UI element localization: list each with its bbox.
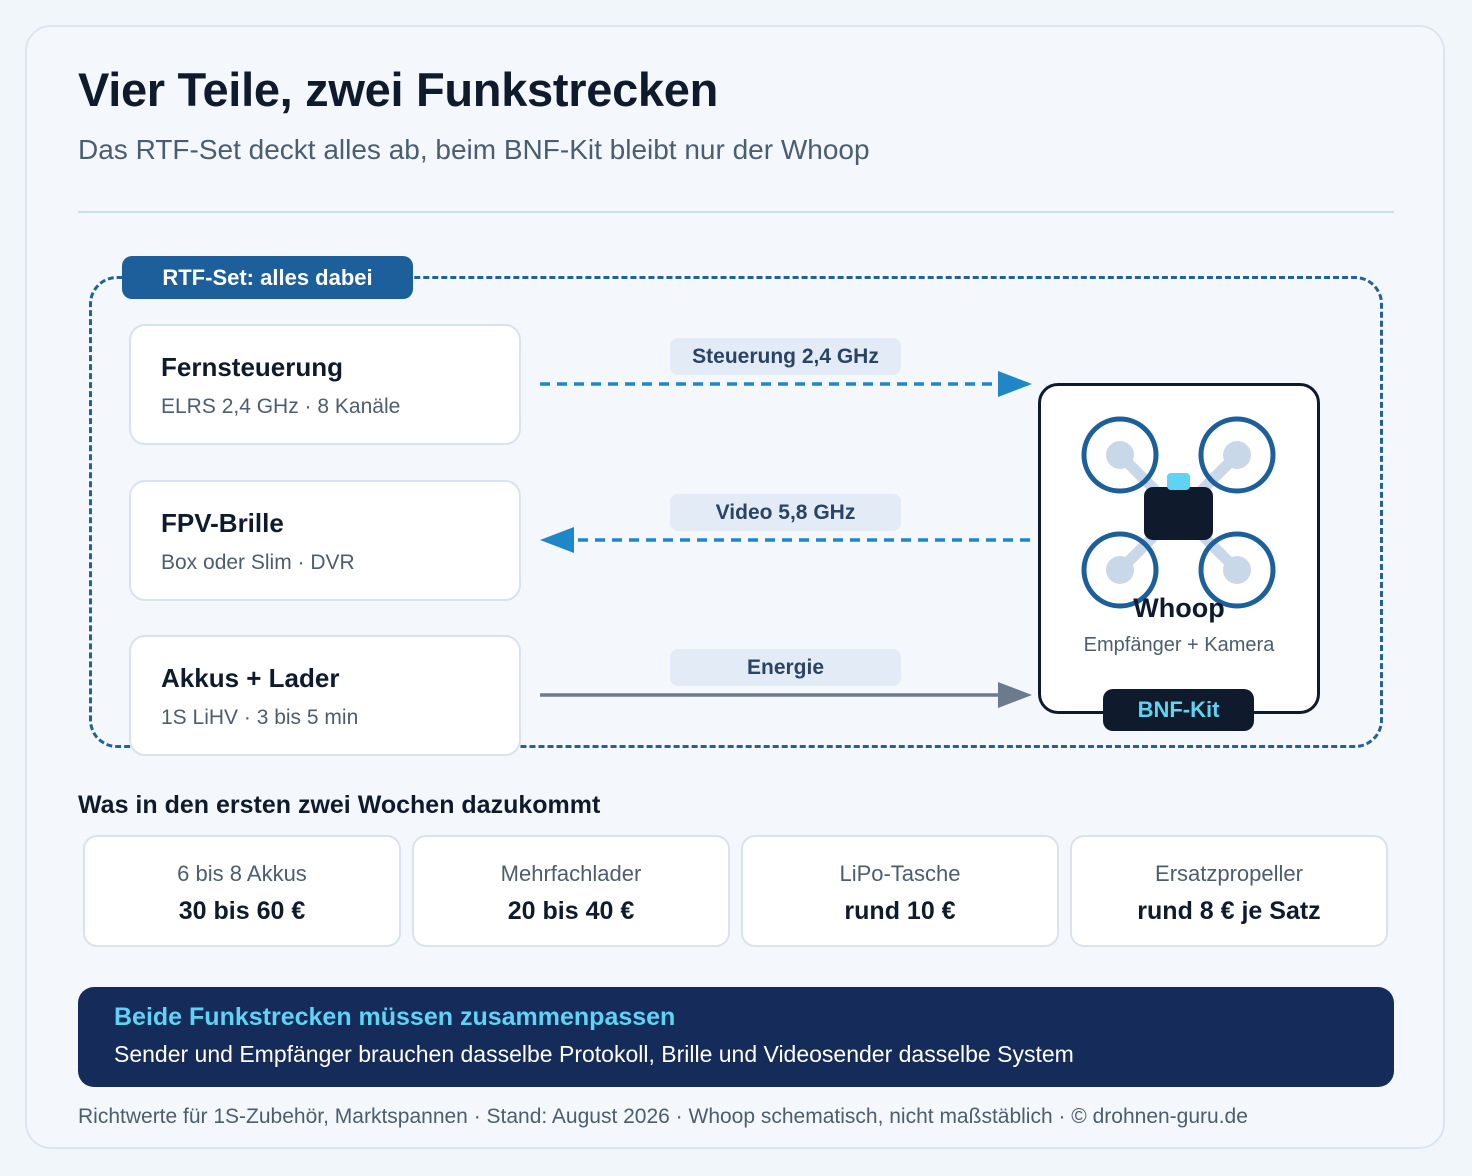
notice-body: Sender und Empfänger brauchen dasselbe P… [114, 1041, 1074, 1067]
control-link-arrow [540, 371, 1032, 397]
notice-title: Beide Funkstrecken müssen zusammenpassen [114, 1003, 676, 1031]
video-link-arrow [540, 527, 1030, 553]
extra-item-name: 6 bis 8 Akkus [177, 861, 307, 886]
extra-item-price: 30 bis 60 € [178, 897, 306, 925]
page-title: Vier Teile, zwei Funkstrecken [78, 63, 719, 116]
part-name: FPV-Brille [161, 508, 284, 538]
extra-item: Mehrfachlader 20 bis 40 € [412, 835, 730, 947]
part-fpv-goggles: FPV-Brille Box oder Slim · DVR [129, 480, 521, 601]
arrow-head-right-icon [998, 682, 1032, 708]
part-spec: ELRS 2,4 GHz · 8 Kanäle [161, 395, 401, 418]
extra-item-price: rund 10 € [844, 897, 956, 925]
extra-item: LiPo-Tasche rund 10 € [741, 835, 1059, 947]
part-name: Fernsteuerung [161, 352, 344, 382]
part-name: Akkus + Lader [161, 663, 340, 693]
link-label-control: Steuerung 2,4 GHz [670, 338, 901, 375]
whoop-subtitle: Empfänger + Kamera [1083, 634, 1275, 656]
bnf-kit-badge: BNF-Kit [1103, 689, 1254, 731]
energy-link-arrow [540, 682, 1032, 708]
part-spec: 1S LiHV · 3 bis 5 min [161, 706, 359, 729]
page-subtitle: Das RTF-Set deckt alles ab, beim BNF-Kit… [78, 134, 870, 165]
arrow-head-right-icon [998, 371, 1032, 397]
whoop-card [1038, 383, 1320, 714]
compatibility-notice: Beide Funkstrecken müssen zusammenpassen… [78, 987, 1394, 1087]
extra-item-name: Ersatzpropeller [1155, 861, 1303, 886]
link-label-video: Video 5,8 GHz [670, 494, 901, 531]
extra-item-name: LiPo-Tasche [839, 861, 961, 886]
header-divider [78, 211, 1394, 213]
extra-item: 6 bis 8 Akkus 30 bis 60 € [83, 835, 401, 947]
extra-item: Ersatzpropeller rund 8 € je Satz [1070, 835, 1388, 947]
footer-note: Richtwerte für 1S-Zubehör, Marktspannen … [78, 1105, 1248, 1128]
whoop-name: Whoop [1133, 593, 1225, 623]
part-remote-control: Fernsteuerung ELRS 2,4 GHz · 8 Kanäle [129, 324, 521, 445]
rtf-set-frame [89, 276, 1383, 748]
part-batteries-charger: Akkus + Lader 1S LiHV · 3 bis 5 min [129, 635, 521, 756]
extra-item-name: Mehrfachlader [500, 861, 642, 886]
arrow-head-left-icon [540, 527, 574, 553]
extra-item-price: 20 bis 40 € [507, 897, 635, 925]
link-label-energy: Energie [670, 649, 901, 686]
extras-heading: Was in den ersten zwei Wochen dazukommt [78, 791, 601, 819]
part-spec: Box oder Slim · DVR [161, 551, 355, 574]
extra-item-price: rund 8 € je Satz [1137, 897, 1321, 925]
rtf-set-badge: RTF-Set: alles dabei [122, 256, 413, 299]
